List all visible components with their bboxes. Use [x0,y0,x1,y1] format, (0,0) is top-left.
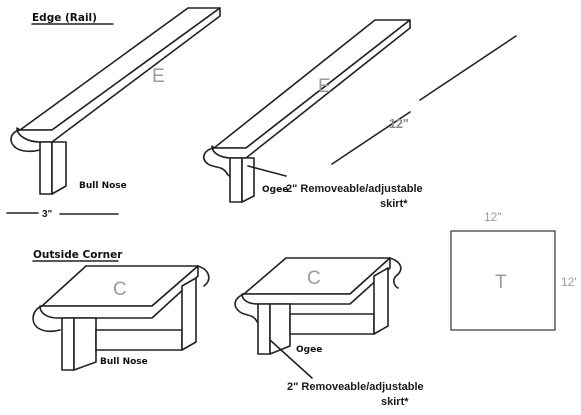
corner-right-return-panel [373,267,389,335]
edge-left-bullnose-curve [10,129,41,153]
dimension-edge-width: 3" [42,209,53,220]
corner-right-back-panel [289,313,375,335]
note-skirt-top-line2: skirt* [380,198,408,210]
rail-length-line-lower [331,111,411,165]
piece-letter-edge-left: E [152,66,165,87]
label-ogee-bottom: Ogee [296,345,322,355]
corner-left-skirt [61,317,75,371]
dimension-tile-width: 12" [484,210,502,224]
corner-left-bullnose-return [197,265,210,287]
dimension-rail-length: 12" [389,117,409,131]
heading-edge-rail: Edge (Rail) [32,12,97,24]
piece-letter-corner-right: C [307,268,321,289]
piece-letter-corner-left: C [113,279,127,300]
corner-left-skirt-side [73,317,97,371]
note-skirt-top-line1: 2" Removeable/adjustable [286,183,423,195]
heading-outside-corner: Outside Corner [33,249,123,261]
corner-left-back-panel [95,329,183,351]
corner-left-return-panel [181,277,197,351]
skirt-top-leader [247,165,287,177]
corner-right-skirt-side [269,303,291,355]
skirt-bottom-leader [269,339,313,379]
edge-left-skirt-side [51,141,67,195]
dimension-tile-height: 12' [561,275,577,289]
edge-right-skirt [229,157,243,203]
corner-left-bullnose-curve [32,305,61,333]
corner-ogee: Ogee C [234,257,402,355]
piece-letter-edge-right: E [318,76,331,97]
piece-letter-tile: T [495,272,507,293]
edge-left-top-face [19,7,221,131]
field-tile: 12" T 12' [450,210,577,331]
edge-left-skirt [39,141,53,195]
corner-right-skirt [257,303,271,355]
note-skirt-bottom-line1: 2" Removeable/adjustable [287,381,424,393]
label-bull-nose-bottom: Bull Nose [100,357,148,367]
edge-right-skirt-side [241,157,255,203]
corner-left-front-edge [39,265,199,319]
label-bull-nose-top: Bull Nose [79,181,127,191]
edge-right-top-face [213,19,411,149]
label-ogee-top: Ogee [262,185,288,195]
rail-length-line-upper [419,35,517,101]
corner-right-ogee-return [389,257,402,289]
edge-rail-ogee: Ogee E [202,19,411,203]
note-skirt-bottom-line2: skirt* [381,396,409,408]
corner-bull-nose: Bull Nose C [32,265,210,371]
tile-square [450,230,556,331]
edge-rail-bull-nose: Bull Nose E [10,7,221,195]
